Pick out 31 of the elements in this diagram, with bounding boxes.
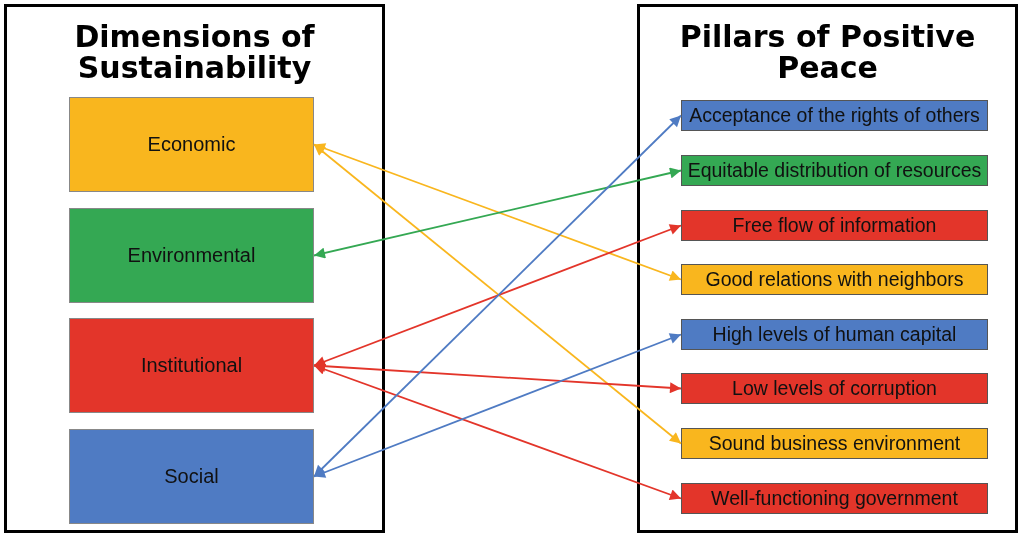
- pillar-label: Equitable distribution of resources: [686, 159, 983, 182]
- panel-frame: [637, 4, 1018, 533]
- pillar-label: Sound business environment: [707, 432, 962, 455]
- panel-heading: Pillars of Positive Peace: [678, 21, 977, 83]
- pillar-label: Low levels of corruption: [731, 377, 938, 400]
- double-arrow: [313, 360, 682, 394]
- double-arrow: [313, 114, 682, 478]
- dimension-box: Environmental: [69, 208, 314, 303]
- pillar-box: [681, 210, 988, 241]
- double-arrow: [313, 364, 682, 500]
- dimension-box: Social: [69, 429, 314, 524]
- pillar-box: [681, 100, 988, 131]
- double-arrow: [313, 333, 682, 478]
- panel-heading: Dimensions of Sustainability: [73, 21, 316, 83]
- panel-frame: [4, 4, 385, 533]
- pillar-label: Well-functioning government: [710, 487, 959, 510]
- double-arrow: [313, 143, 682, 445]
- double-arrow: [313, 143, 682, 281]
- pillar-box: [681, 483, 988, 514]
- double-arrow: [313, 224, 682, 367]
- pillar-box: [681, 319, 988, 350]
- pillar-box: [681, 428, 988, 459]
- dimension-box: Institutional: [69, 318, 314, 413]
- pillar-label: Good relations with neighbors: [704, 268, 965, 291]
- pillar-label: High levels of human capital: [711, 323, 958, 346]
- pillar-box: [681, 373, 988, 404]
- pillar-box: [681, 264, 988, 295]
- dimension-box: Economic: [69, 97, 314, 192]
- pillar-label: Free flow of information: [731, 214, 938, 237]
- pillar-label: Acceptance of the rights of others: [688, 104, 981, 127]
- double-arrow: [313, 167, 682, 259]
